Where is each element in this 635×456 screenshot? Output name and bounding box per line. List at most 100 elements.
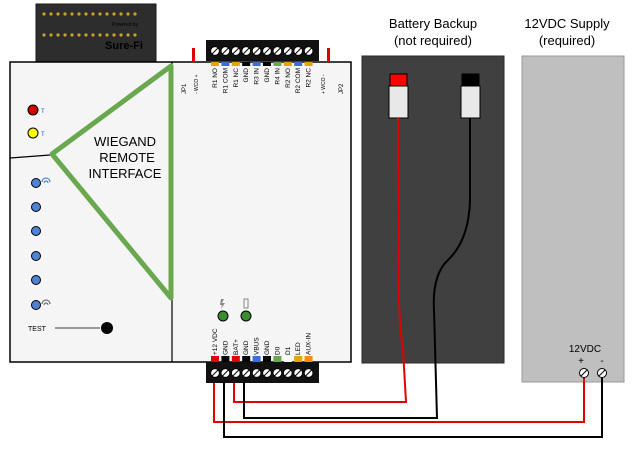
- jp1-label: JP1: [182, 83, 188, 94]
- module-pin: [70, 12, 74, 16]
- powered-by-text: Powered by: [112, 22, 139, 28]
- sure-fi-logo-text: Sure-Fi: [105, 40, 143, 52]
- battery-black-terminal: [461, 73, 480, 87]
- module-pin: [63, 12, 67, 16]
- wifi-bottom-icon: [41, 299, 51, 306]
- terminal-color-3: [231, 62, 240, 66]
- module-pin: [49, 33, 53, 37]
- signal-led-1: [31, 178, 41, 188]
- module-pin: [84, 33, 88, 37]
- signal-led-6: [31, 300, 41, 310]
- module-pin: [70, 33, 74, 37]
- terminal-color-7: [273, 356, 282, 362]
- supply-plus-label: +: [578, 356, 584, 367]
- module-pin: [42, 12, 46, 16]
- terminal-color-6: [263, 356, 271, 362]
- top-terminal-label-3: R1 NC: [233, 68, 240, 88]
- module-pin: [133, 33, 137, 37]
- terminal-screw-slot: [263, 47, 271, 55]
- bottom-terminal-label-9: LED: [295, 342, 302, 355]
- bottom-terminal-label-6: GND: [264, 340, 271, 355]
- signal-strength-leds: [31, 178, 41, 310]
- terminal-color-9: [294, 62, 303, 66]
- terminal-screw-slot: [294, 47, 302, 55]
- module-pin: [126, 33, 130, 37]
- module-pin: [42, 33, 46, 37]
- bottom-terminal-label-10: AUX-IN: [306, 333, 313, 355]
- bottom-terminal-label-5: VBUS: [254, 337, 261, 355]
- battery-indicator-led: [240, 310, 252, 322]
- signal-led-4: [31, 251, 41, 261]
- module-pin: [77, 33, 81, 37]
- panel-title-line-3: INTERFACE: [89, 166, 162, 181]
- board-divider-left: [9, 154, 51, 159]
- yellow-status-led: [27, 127, 39, 139]
- supply-title: 12VDC Supply: [524, 16, 610, 31]
- module-pin: [133, 12, 137, 16]
- test-button[interactable]: [101, 322, 113, 334]
- battery-box: [361, 55, 505, 364]
- terminal-color-9: [294, 356, 303, 362]
- terminal-screw-slot: [253, 369, 260, 377]
- terminal-color-2: [221, 356, 230, 362]
- module-pin: [84, 12, 88, 16]
- module-pin: [126, 12, 130, 16]
- terminal-screw-slot: [263, 369, 271, 377]
- bottom-terminal-label-2: GND: [222, 340, 229, 355]
- bottom-terminal-label-1: +12 VDC: [212, 328, 219, 355]
- battery-negative-wire: [243, 118, 471, 419]
- battery-title: Battery Backup: [389, 16, 477, 31]
- jp2-label: JP2: [339, 83, 345, 94]
- terminal-screw-slot: [274, 47, 281, 55]
- terminal-color-7: [273, 62, 282, 66]
- battery-backup: Battery Backup (not required): [361, 16, 505, 364]
- top-terminal-label-10: R2 NC: [306, 68, 313, 88]
- module-pin-row: [42, 12, 137, 37]
- yellow-led-symbol-icon: ᴛ: [41, 129, 45, 138]
- terminal-screw-slot: [305, 47, 312, 55]
- module-pin: [119, 33, 123, 37]
- terminal-color-3: [231, 356, 240, 362]
- module-pin: [112, 33, 116, 37]
- battery-red-connector: [388, 85, 409, 119]
- terminal-color-1: [211, 356, 219, 362]
- supply-box: [521, 55, 625, 383]
- module-pin: [119, 12, 123, 16]
- jp2-marks: + WCO -: [321, 74, 327, 94]
- top-terminal-label-2: R1 COM: [222, 68, 229, 93]
- jp1-marks: - WCO +: [194, 74, 200, 94]
- terminal-screw-slot: [284, 47, 292, 55]
- terminal-color-4: [242, 356, 251, 362]
- test-label: TEST: [28, 326, 47, 333]
- terminal-color-10: [304, 356, 313, 362]
- interface-board: WIEGAND REMOTE INTERFACE ᴛ ᴛ TEST JP1 - …: [9, 40, 352, 383]
- bottom-terminal-screws: [210, 368, 314, 378]
- bottom-terminal-color-strip: [211, 356, 313, 362]
- board-outline: [9, 61, 352, 363]
- battery-black-connector: [460, 85, 481, 119]
- battery-red-terminal: [389, 73, 408, 87]
- top-terminal-label-6: GND: [264, 68, 271, 83]
- top-terminal-screws: [210, 46, 314, 56]
- terminal-screw-slot: [211, 369, 219, 377]
- terminal-screw-slot: [222, 369, 229, 377]
- sure-fi-module: Powered by Sure-Fi: [35, 3, 157, 63]
- terminal-color-1: [211, 62, 219, 66]
- module-pin: [98, 33, 102, 37]
- terminal-screw-slot: [305, 369, 312, 377]
- top-terminal-label-4: GND: [243, 68, 250, 83]
- battery-subtitle: (not required): [394, 33, 472, 48]
- terminal-color-8: [283, 356, 292, 362]
- panel-title-line-2: REMOTE: [99, 150, 155, 165]
- module-pin: [63, 33, 67, 37]
- supply-negative-wire: [223, 378, 603, 438]
- top-terminal-label-1: R1 NO: [212, 68, 219, 88]
- terminal-color-5: [252, 62, 261, 66]
- top-terminal-label-7: R4 IN: [274, 68, 281, 85]
- terminal-color-4: [242, 62, 251, 66]
- power-indicator-led: [217, 310, 229, 322]
- terminal-color-5: [252, 356, 261, 362]
- terminal-screw-slot: [284, 369, 292, 377]
